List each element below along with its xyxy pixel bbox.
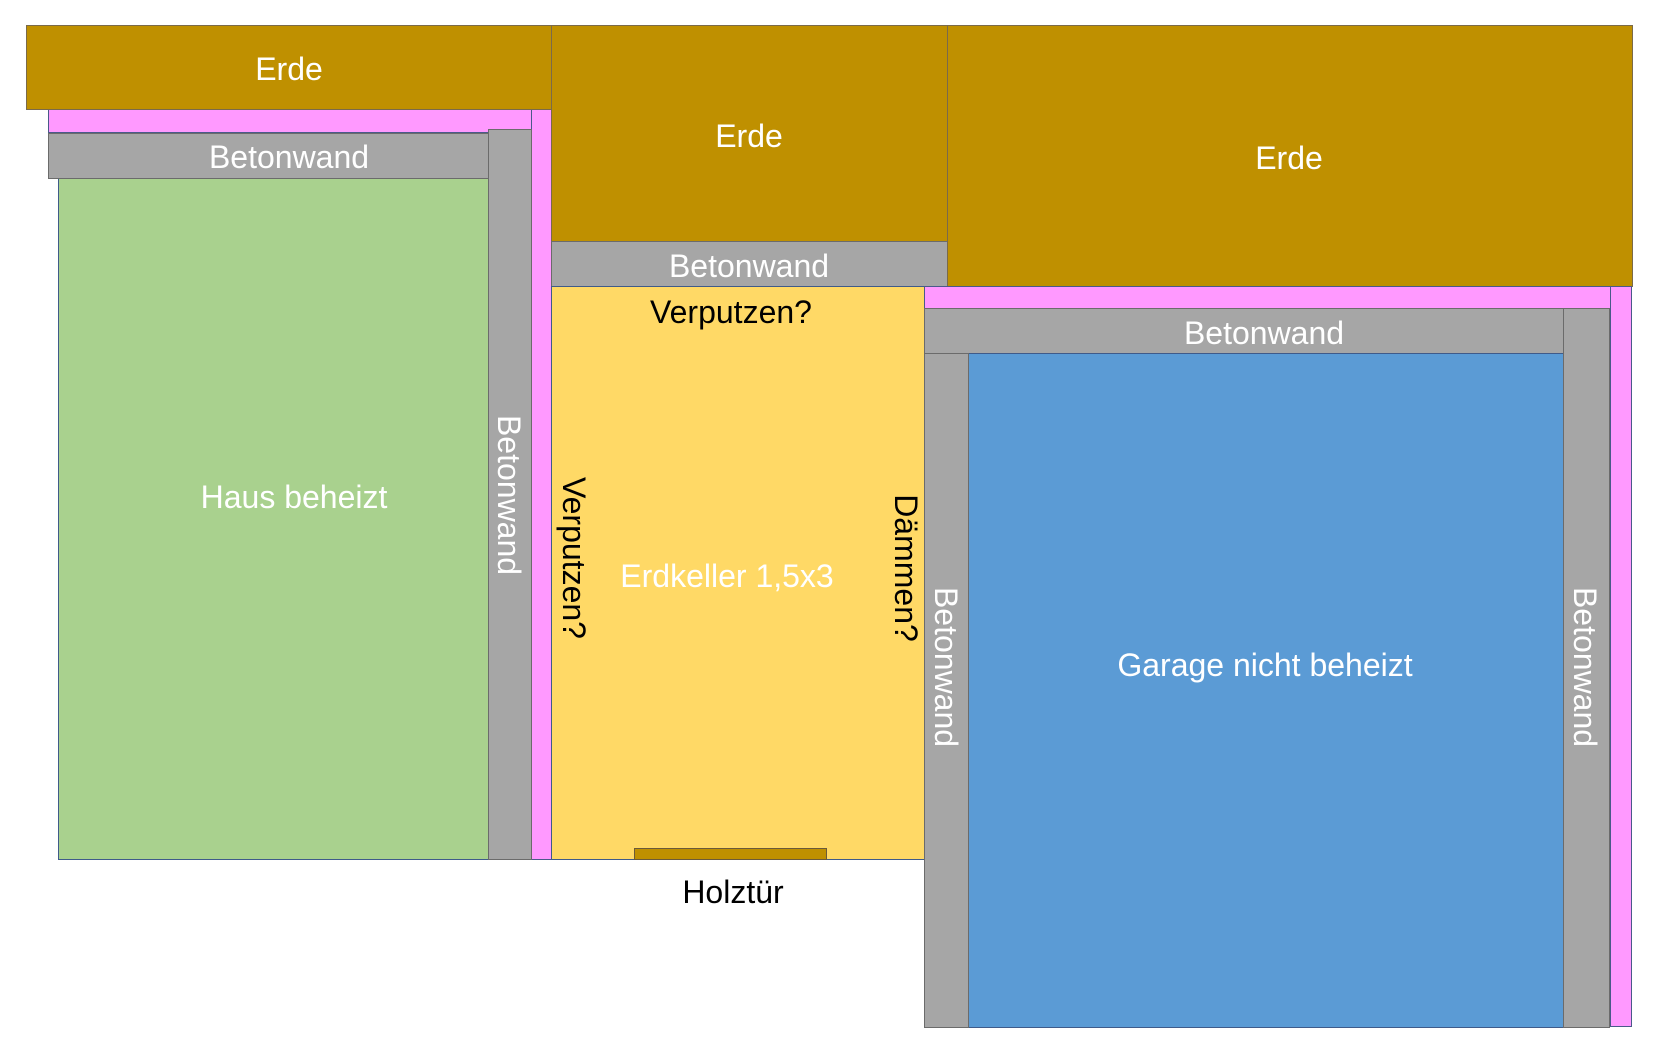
betonwand-label-garage-right: Betonwand [1567,586,1603,748]
erde-label-middle: Erde [715,118,783,154]
earth-block-left [26,25,553,110]
cellar-label: Erdkeller 1,5x3 [620,558,834,594]
haus-label: Haus beheizt [200,479,388,515]
earth-block-middle [551,25,948,242]
betonwand-label-vertical-left: Betonwand [491,414,527,576]
cellar-top-note: Verputzen? [650,294,812,330]
betonwand-label-top-left: Betonwand [208,139,370,175]
earth-block-right [947,25,1633,287]
erde-label-left: Erde [255,51,323,87]
concrete-wall-garage-right [1563,308,1610,1028]
earth-cellar-area [551,286,925,860]
betonwand-label-garage-left: Betonwand [928,586,964,748]
insulation-strip-top-right [924,286,1611,309]
betonwand-label-top-middle: Betonwand [668,248,830,284]
insulation-strip-top-left [48,107,532,133]
unheated-garage-area [967,353,1564,1028]
betonwand-label-top-right: Betonwand [1183,315,1345,351]
cellar-right-note: Dämmen? [888,494,924,642]
insulation-strip-vertical-right [1610,286,1632,1027]
cellar-left-note: Verputzen? [556,477,592,639]
garage-label: Garage nicht beheizt [1117,647,1413,683]
door-label: Holztür [682,874,784,910]
concrete-wall-garage-left [924,353,969,1028]
wooden-door [634,848,827,860]
insulation-strip-vertical-left [531,107,553,860]
concrete-wall-top-left [48,133,490,179]
concrete-wall-vertical-left [488,129,532,860]
heated-house-area [58,176,490,860]
erde-label-right: Erde [1255,140,1323,176]
concrete-wall-top-right [924,308,1564,354]
